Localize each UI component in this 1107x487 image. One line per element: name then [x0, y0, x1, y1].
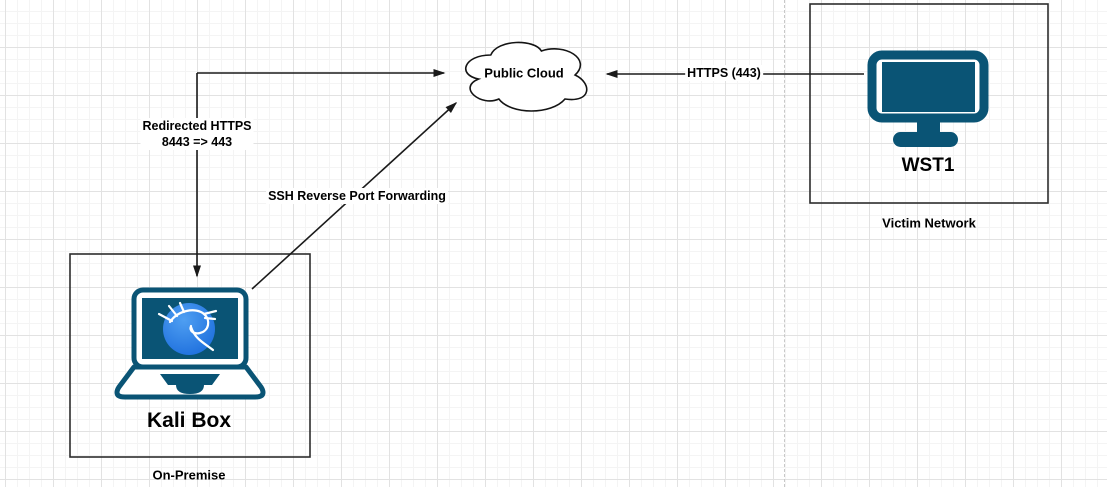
- monitor-stand: [917, 118, 940, 136]
- public-cloud-shape[interactable]: [465, 41, 588, 112]
- monitor-base: [893, 132, 958, 147]
- wst1-label: WST1: [901, 155, 955, 176]
- kali-laptop-icon[interactable]: [114, 287, 266, 400]
- edge-redirected-https-label: Redirected HTTPS 8443 => 443: [140, 118, 254, 150]
- laptop-base-hinge: [160, 374, 220, 394]
- victim-network-label: Victim Network: [882, 215, 976, 231]
- edge-redirected-https-label-line1: Redirected HTTPS: [142, 119, 252, 133]
- on-premise-label: On-Premise: [152, 467, 226, 483]
- on-premise-group-box[interactable]: [69, 253, 311, 458]
- edge-redirected-https[interactable]: [193, 69, 446, 278]
- page-break-guide: [784, 0, 785, 487]
- wst1-monitor-icon[interactable]: [867, 50, 989, 147]
- edge-redirected-https-label-line2: 8443 => 443: [161, 135, 233, 149]
- edge-https-443-label: HTTPS (443): [685, 65, 763, 81]
- public-cloud-label: Public Cloud: [484, 65, 564, 81]
- edge-ssh-reverse-label: SSH Reverse Port Forwarding: [266, 188, 448, 204]
- kali-box-label: Kali Box: [146, 409, 232, 432]
- monitor-screen: [882, 62, 975, 112]
- victim-network-group-box[interactable]: [809, 3, 1049, 204]
- kali-logo-icon: [157, 301, 218, 355]
